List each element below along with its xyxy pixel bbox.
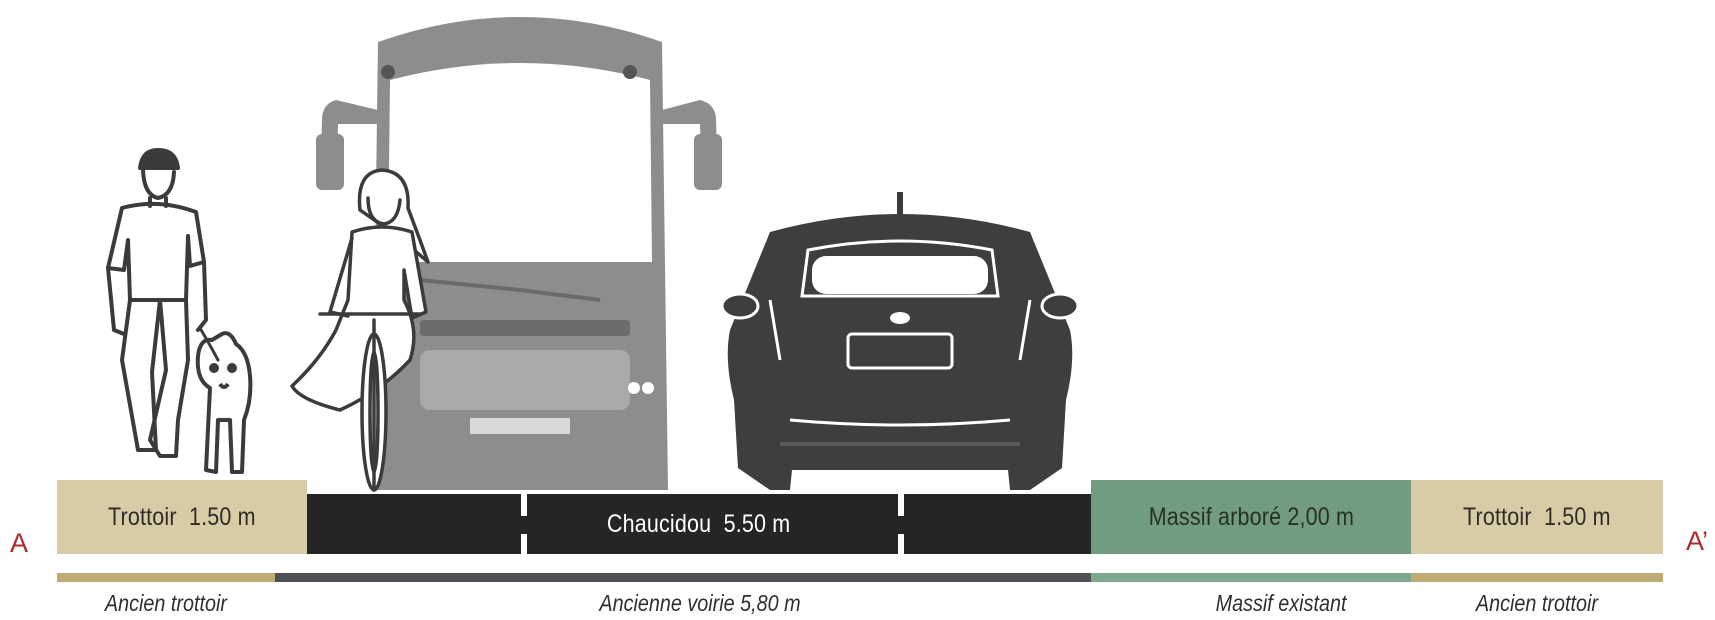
car-figure: [720, 192, 1080, 490]
old-line-planter: [1091, 573, 1411, 582]
band-sidewalk-right-label: Trottoir 1.50 m: [1463, 502, 1611, 531]
lane-marking-left-upper: [521, 494, 527, 516]
section-marker-end: A’: [1686, 526, 1709, 556]
old-label-sidewalk-right: Ancien trottoir: [1411, 590, 1663, 617]
lane-marking-left-lower: [521, 534, 527, 554]
lane-marking-right-upper: [898, 494, 904, 516]
old-line-sidewalk-right: [1411, 573, 1663, 582]
old-label-sidewalk-right-text: Ancien trottoir: [1475, 590, 1599, 616]
band-sidewalk-right: Trottoir 1.50 m: [1411, 480, 1663, 554]
pedestrian-figure: [106, 148, 220, 458]
lane-marking-right-lower: [898, 534, 904, 554]
old-label-roadway-text: Ancienne voirie 5,80 m: [599, 590, 801, 616]
street-users-illustration: [106, 17, 1080, 492]
dog-figure: [195, 331, 253, 474]
cyclist-figure: [290, 168, 430, 492]
band-sidewalk-left: Trottoir 1.50 m: [57, 480, 307, 554]
old-line-sidewalk-left: [57, 573, 275, 582]
band-planter-label: Massif arboré 2,00 m: [1148, 502, 1354, 531]
bus-figure: [316, 17, 722, 490]
old-label-sidewalk-left-text: Ancien trottoir: [104, 590, 228, 616]
old-label-planter: Massif existant: [1131, 590, 1431, 617]
old-label-planter-text: Massif existant: [1215, 590, 1347, 616]
band-roadway: Chaucidou 5.50 m: [307, 494, 1091, 554]
old-label-roadway: Ancienne voirie 5,80 m: [500, 590, 900, 617]
band-sidewalk-left-label: Trottoir 1.50 m: [108, 502, 256, 531]
band-planter: Massif arboré 2,00 m: [1091, 480, 1411, 554]
old-label-sidewalk-left: Ancien trottoir: [57, 590, 275, 617]
old-line-roadway: [275, 573, 1091, 582]
section-marker-start: A: [10, 528, 29, 558]
band-roadway-label: Chaucidou 5.50 m: [607, 509, 791, 538]
